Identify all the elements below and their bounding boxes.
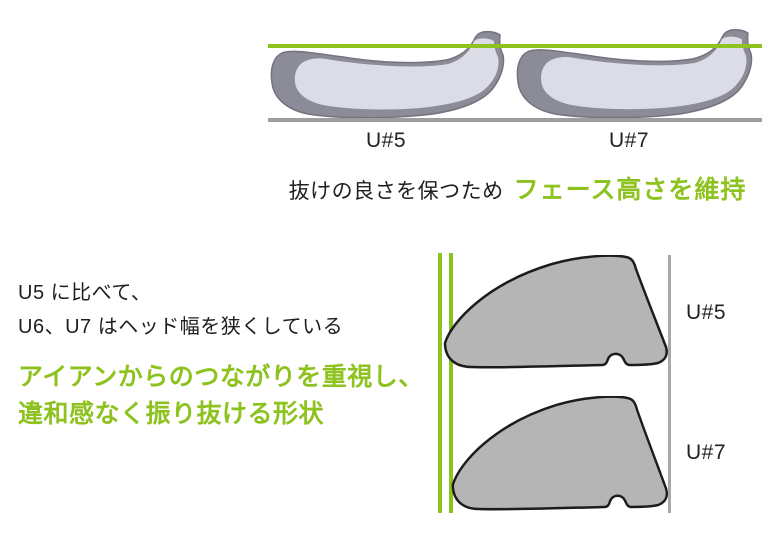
label-bottom-u5: U#5 <box>686 301 727 324</box>
club-head-top-view-u7-icon <box>451 396 669 511</box>
club-head-side-view-u5-icon <box>270 30 505 119</box>
highlight-line-1: アイアンからのつながりを重視し、 <box>18 363 424 391</box>
head-width-notes: U5 に比べて、 U6、U7 はヘッド幅を狭くしている アイアンからのつながりを… <box>18 276 428 433</box>
caption-plain-text: 抜けの良さを保つため <box>288 180 504 203</box>
face-height-caption: 抜けの良さを保つため フェース高さを維持 <box>260 170 775 206</box>
club-head-side-view-u7-icon <box>516 28 753 119</box>
note-line-2: U6、U7 はヘッド幅を狭くしている <box>18 316 344 338</box>
face-reference-line <box>668 255 671 513</box>
label-top-u7: U#7 <box>609 129 650 152</box>
width-reference-line-u5 <box>438 253 442 513</box>
note-line-1: U5 に比べて、 <box>18 282 152 304</box>
highlight-block: アイアンからのつながりを重視し、 違和感なく振り抜ける形状 <box>18 359 428 433</box>
highlight-line-2: 違和感なく振り抜ける形状 <box>18 400 325 428</box>
label-bottom-u7: U#7 <box>686 441 727 464</box>
face-height-reference-line <box>268 44 762 48</box>
club-head-top-view-u5-icon <box>443 255 668 369</box>
width-reference-line-u7 <box>449 253 453 513</box>
caption-highlight-text: フェース高さを維持 <box>513 176 747 204</box>
label-top-u5: U#5 <box>366 129 407 152</box>
ground-line <box>268 118 762 122</box>
